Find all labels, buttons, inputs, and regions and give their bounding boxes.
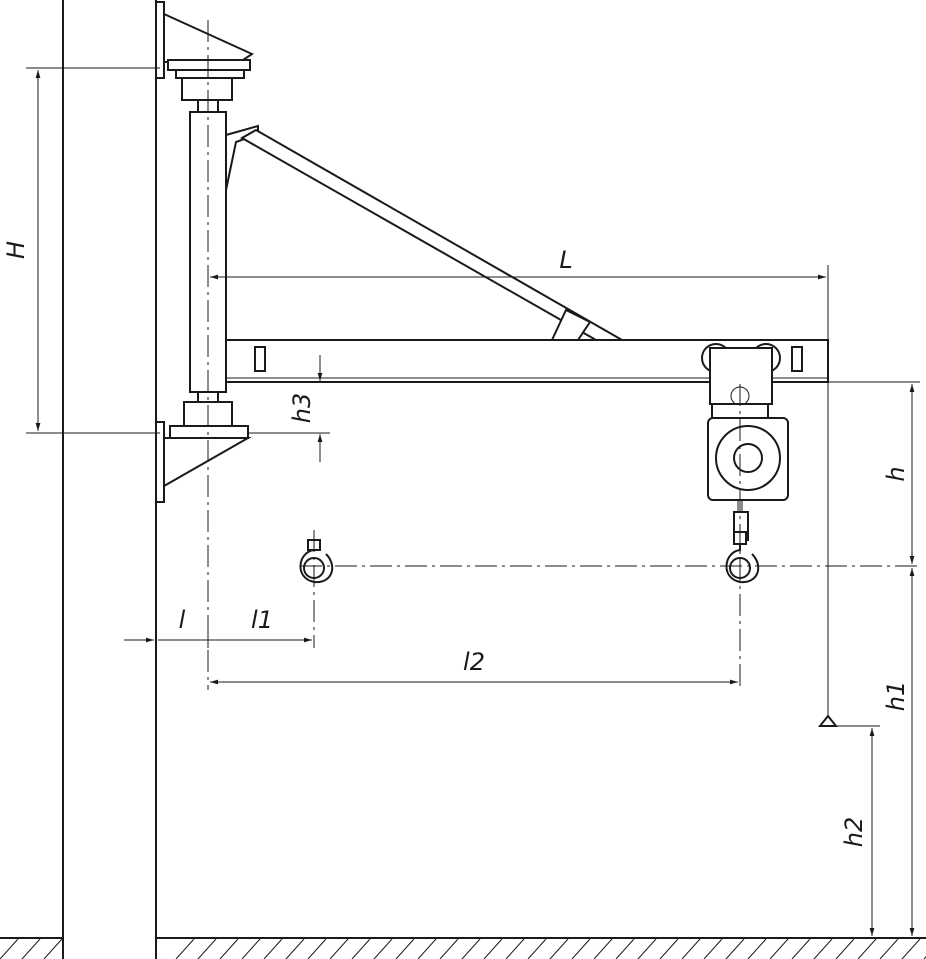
hatch-line bbox=[219, 938, 239, 959]
hatch-line bbox=[285, 938, 305, 959]
hatch-line bbox=[461, 938, 481, 959]
hatch-line bbox=[703, 938, 723, 959]
hatch-line bbox=[747, 938, 767, 959]
hatch-line bbox=[241, 938, 261, 959]
hatch-line bbox=[307, 938, 327, 959]
label-l1: l1 bbox=[251, 606, 273, 634]
hatch-line bbox=[637, 938, 657, 959]
end-stop-line bbox=[817, 382, 880, 727]
hatch-line bbox=[813, 938, 833, 959]
dimension-l2: l2 bbox=[210, 648, 738, 685]
hatch-line bbox=[0, 938, 19, 959]
hatch-line bbox=[373, 938, 393, 959]
hatch-line bbox=[659, 938, 679, 959]
hatch-line bbox=[263, 938, 283, 959]
wall-column bbox=[62, 0, 157, 959]
floor bbox=[0, 937, 926, 959]
hatch-line bbox=[505, 938, 525, 959]
hatch-line bbox=[527, 938, 547, 959]
hatch-line bbox=[43, 938, 63, 959]
hatch-line bbox=[439, 938, 459, 959]
center-lines bbox=[207, 20, 920, 690]
hatch-line bbox=[549, 938, 569, 959]
dimension-l-l1: l l1 bbox=[124, 606, 312, 648]
label-h: h bbox=[882, 466, 910, 481]
hatch-line bbox=[483, 938, 503, 959]
hatch-line bbox=[901, 938, 921, 959]
label-h1: h1 bbox=[882, 681, 910, 711]
hatch-line bbox=[681, 938, 701, 959]
trolley-hoist bbox=[701, 343, 789, 541]
dimension-h1: h1 bbox=[882, 568, 915, 936]
label-h2: h2 bbox=[840, 817, 868, 847]
label-h3: h3 bbox=[288, 393, 316, 423]
lower-wall-bracket bbox=[155, 391, 252, 503]
hatch-line bbox=[175, 938, 195, 959]
hatch-line bbox=[417, 938, 437, 959]
floor-hatching bbox=[0, 938, 926, 959]
hook-left bbox=[299, 539, 334, 584]
hatch-line bbox=[593, 938, 613, 959]
dimension-h3: h3 bbox=[248, 355, 330, 462]
hatch-line bbox=[791, 938, 811, 959]
dimension-h2: h2 bbox=[840, 728, 875, 936]
label-l2: l2 bbox=[463, 648, 485, 676]
hatch-line bbox=[197, 938, 217, 959]
hatch-line bbox=[879, 938, 899, 959]
dimension-h: h bbox=[828, 381, 920, 564]
upper-wall-bracket bbox=[155, 1, 255, 113]
dimension-L: L bbox=[210, 246, 829, 340]
hatch-line bbox=[571, 938, 591, 959]
label-l: l bbox=[179, 606, 186, 634]
hatch-line bbox=[21, 938, 41, 959]
hatch-line bbox=[329, 938, 349, 959]
hatch-line bbox=[857, 938, 877, 959]
hatch-line bbox=[615, 938, 635, 959]
diagonal-strut bbox=[225, 124, 626, 341]
hatch-line bbox=[725, 938, 745, 959]
dimension-H: H bbox=[2, 67, 160, 434]
hatch-line bbox=[769, 938, 789, 959]
hatch-line bbox=[835, 938, 855, 959]
label-L: L bbox=[559, 246, 572, 274]
hatch-line bbox=[351, 938, 371, 959]
hook-right bbox=[725, 531, 760, 584]
hatch-line bbox=[395, 938, 415, 959]
label-H: H bbox=[2, 241, 30, 259]
